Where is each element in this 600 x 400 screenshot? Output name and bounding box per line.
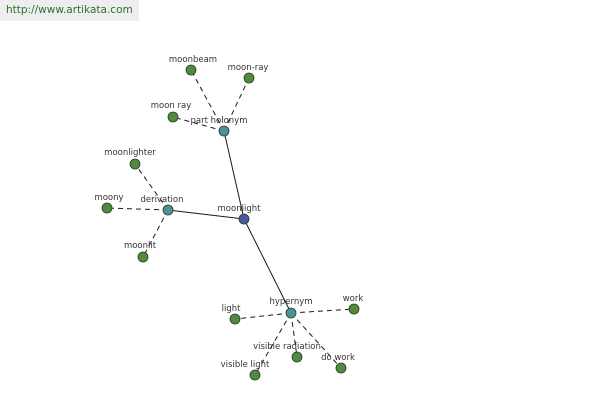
node-do-work[interactable] (335, 362, 347, 374)
nodes-layer (101, 64, 360, 381)
node-moonlight[interactable] (238, 213, 250, 225)
label-moonlighter: moonlighter (104, 148, 156, 158)
node-part-holonym[interactable] (218, 125, 230, 137)
node-derivation[interactable] (162, 204, 174, 216)
label-moon-ray: moon ray (151, 101, 192, 111)
label-light: light (222, 304, 242, 314)
node-moon-ray[interactable] (167, 111, 179, 123)
edge-moonlight-to-part_holonym (223, 130, 245, 220)
source-url-text: http://www.artikata.com (6, 4, 133, 16)
node-work[interactable] (348, 303, 360, 315)
node-moon-ray-hyphen[interactable] (243, 72, 255, 84)
label-do-work: do work (321, 353, 355, 363)
label-visible-light: visible light (221, 360, 270, 370)
node-visible-light[interactable] (249, 369, 261, 381)
label-visible-radiation: visible radiation (253, 342, 321, 352)
edge-moonlight-to-derivation (167, 209, 245, 220)
node-hypernym[interactable] (285, 307, 297, 319)
label-moon-ray-hyphen: moon-ray (228, 63, 269, 73)
edge-hypernym-to-visible_light (254, 312, 292, 376)
edge-hypernym-to-work (290, 308, 355, 314)
label-moony: moony (94, 193, 123, 203)
source-url-banner: http://www.artikata.com (0, 0, 139, 21)
edge-hypernym-to-light (234, 312, 292, 320)
node-moony[interactable] (101, 202, 113, 214)
edge-moonlight-to-hypernym (243, 218, 292, 314)
edge-part_holonym-to-moonbeam (190, 69, 225, 132)
edge-hypernym-to-visible_radiation (290, 312, 298, 358)
node-light[interactable] (229, 313, 241, 325)
label-work: work (343, 294, 364, 304)
label-moonbeam: moonbeam (169, 55, 217, 65)
edges-layer (106, 69, 355, 376)
label-part-holonym: part holonym (191, 116, 248, 126)
labels-layer: moonlight part holonym derivation hypernym m… (94, 55, 363, 370)
label-moonlight: moonlight (218, 204, 262, 214)
node-moonlit[interactable] (137, 251, 149, 263)
edge-part_holonym-to-moon_ray_hyphen (223, 77, 250, 132)
node-moonbeam[interactable] (185, 64, 197, 76)
edge-hypernym-to-do_work (290, 312, 342, 369)
edge-derivation-to-moony (106, 207, 169, 211)
label-derivation: derivation (140, 195, 183, 205)
node-moonlighter[interactable] (129, 158, 141, 170)
label-moonlit: moonlit (124, 241, 157, 251)
edge-derivation-to-moonlighter (134, 163, 169, 211)
label-hypernym: hypernym (269, 297, 312, 307)
node-visible-radiation[interactable] (291, 351, 303, 363)
